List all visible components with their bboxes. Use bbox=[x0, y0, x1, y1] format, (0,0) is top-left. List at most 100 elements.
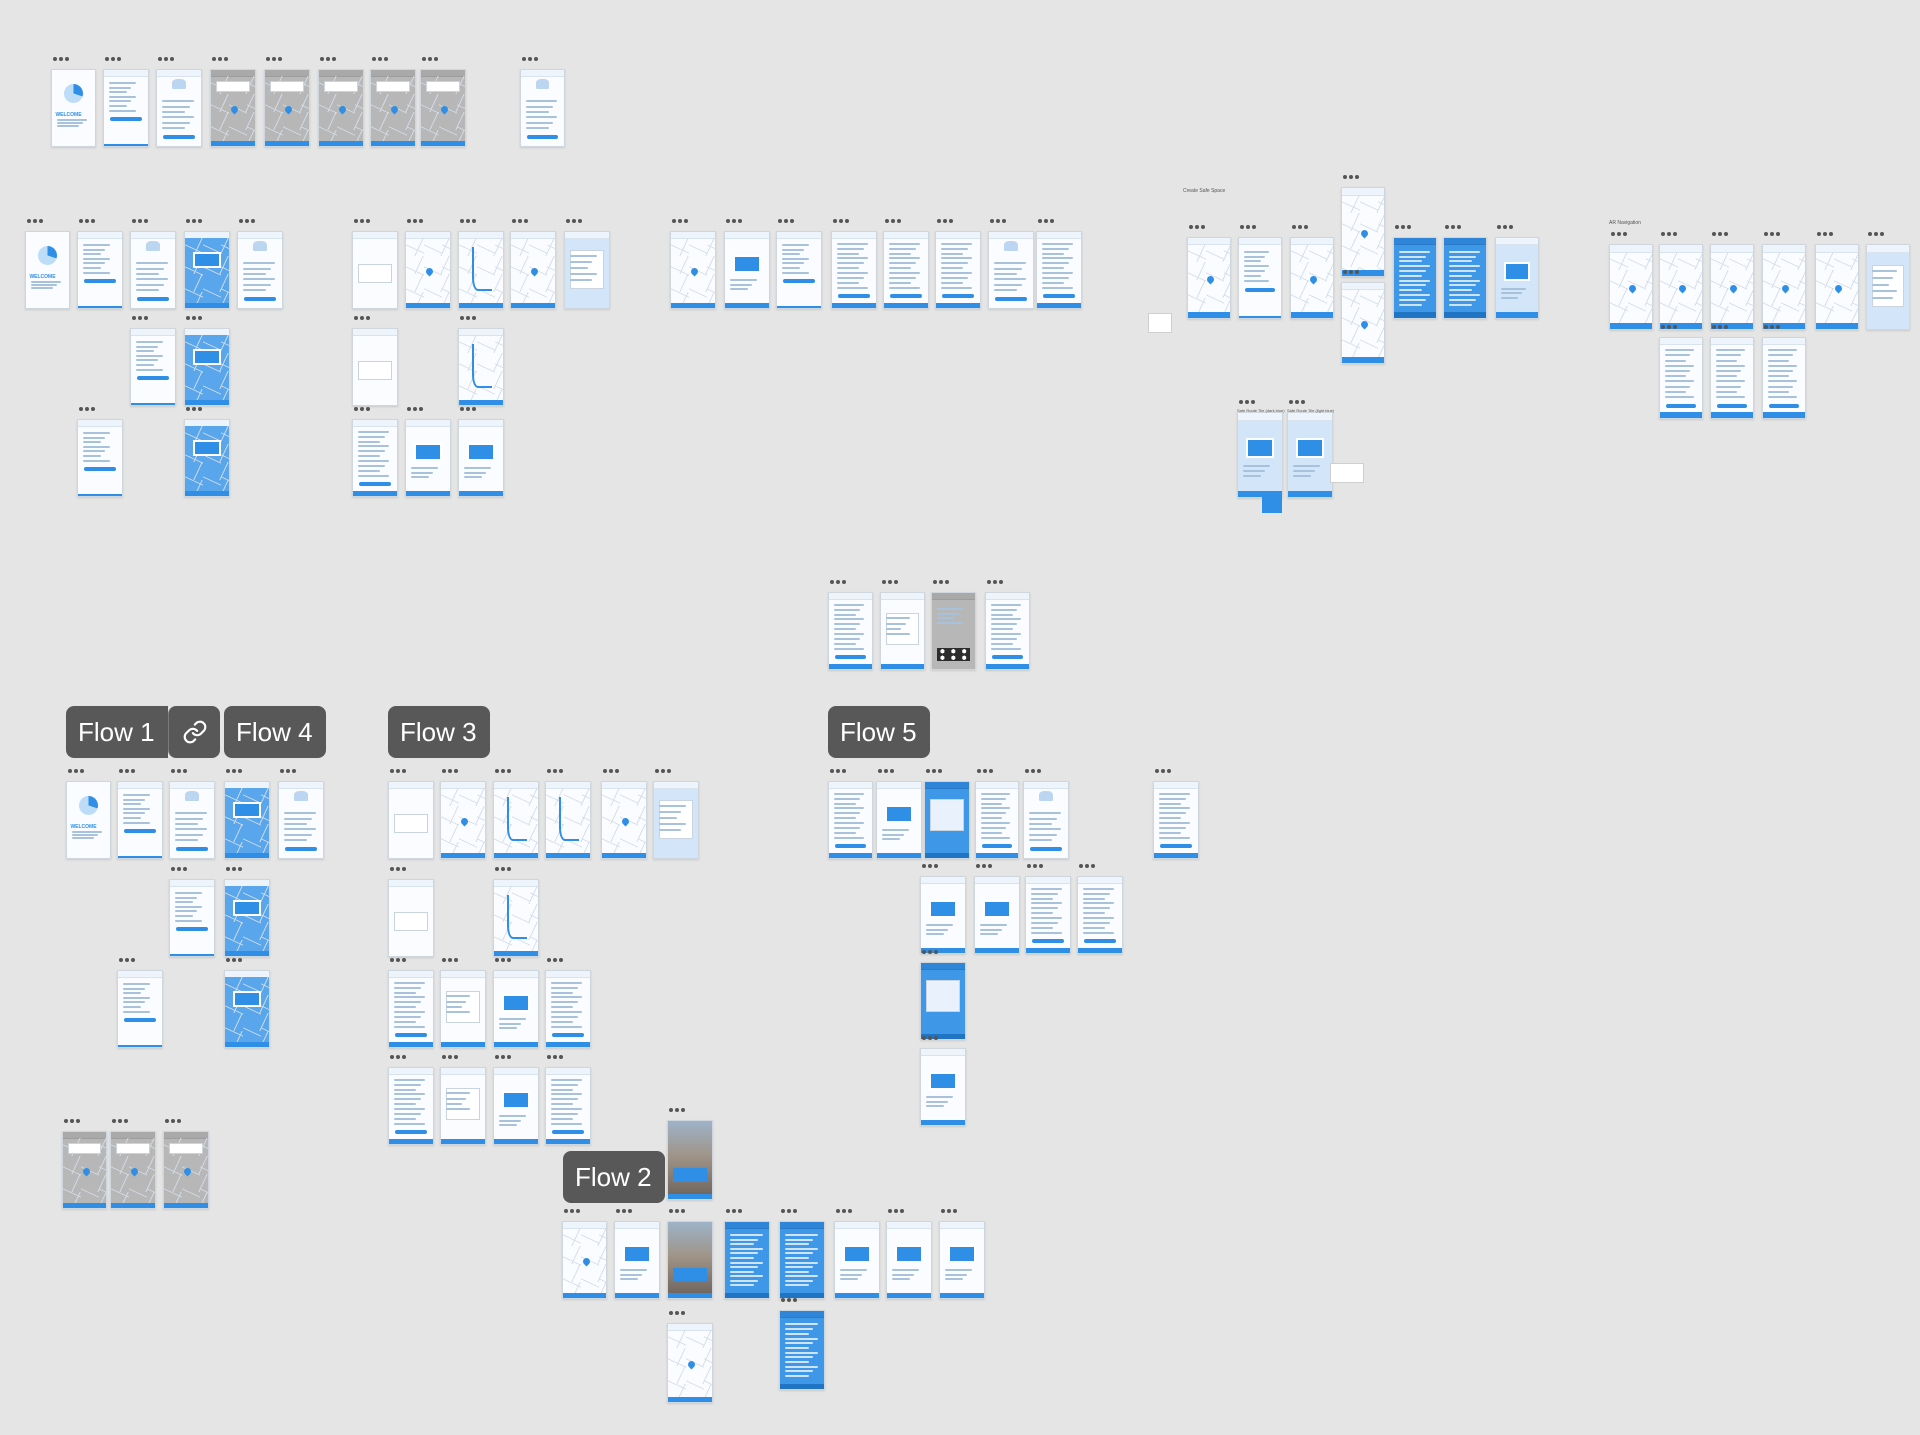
more-dots-icon[interactable] bbox=[266, 56, 282, 62]
more-dots-icon[interactable] bbox=[390, 768, 406, 774]
artboard-thumbnail[interactable] bbox=[156, 69, 202, 147]
more-dots-icon[interactable] bbox=[354, 406, 370, 412]
more-dots-icon[interactable] bbox=[1712, 231, 1728, 237]
artboard-thumbnail[interactable]: WELCOME bbox=[51, 69, 96, 147]
more-dots-icon[interactable] bbox=[655, 768, 671, 774]
more-dots-icon[interactable] bbox=[407, 218, 423, 224]
more-dots-icon[interactable] bbox=[976, 863, 992, 869]
more-dots-icon[interactable] bbox=[781, 1297, 797, 1303]
more-dots-icon[interactable] bbox=[186, 315, 202, 321]
more-dots-icon[interactable] bbox=[1025, 768, 1041, 774]
artboard-thumbnail[interactable] bbox=[130, 231, 176, 309]
more-dots-icon[interactable] bbox=[390, 957, 406, 963]
more-dots-icon[interactable] bbox=[1038, 218, 1054, 224]
artboard-thumbnail[interactable] bbox=[939, 1221, 985, 1299]
more-dots-icon[interactable] bbox=[987, 579, 1003, 585]
artboard-thumbnail[interactable] bbox=[834, 1221, 880, 1299]
artboard-thumbnail[interactable] bbox=[1762, 337, 1806, 419]
more-dots-icon[interactable] bbox=[226, 957, 242, 963]
more-dots-icon[interactable] bbox=[1292, 224, 1308, 230]
artboard-thumbnail[interactable] bbox=[931, 592, 976, 670]
artboard-thumbnail[interactable] bbox=[779, 1310, 825, 1390]
artboard-thumbnail[interactable] bbox=[1036, 231, 1082, 309]
flow-4-label[interactable]: Flow 4 bbox=[224, 706, 326, 758]
artboard-thumbnail[interactable] bbox=[667, 1323, 713, 1403]
artboard-thumbnail[interactable] bbox=[724, 1221, 770, 1299]
artboard-thumbnail[interactable] bbox=[493, 879, 539, 957]
artboard-thumbnail[interactable] bbox=[828, 781, 873, 859]
artboard-thumbnail[interactable] bbox=[388, 879, 434, 957]
more-dots-icon[interactable] bbox=[836, 1208, 852, 1214]
more-dots-icon[interactable] bbox=[830, 768, 846, 774]
artboard-thumbnail[interactable] bbox=[224, 970, 270, 1048]
more-dots-icon[interactable] bbox=[158, 56, 174, 62]
more-dots-icon[interactable] bbox=[669, 1107, 685, 1113]
more-dots-icon[interactable] bbox=[926, 768, 942, 774]
artboard-thumbnail[interactable] bbox=[1341, 282, 1385, 364]
flow-3-label[interactable]: Flow 3 bbox=[388, 706, 490, 758]
more-dots-icon[interactable] bbox=[830, 579, 846, 585]
more-dots-icon[interactable] bbox=[878, 768, 894, 774]
artboard-thumbnail[interactable] bbox=[1290, 237, 1334, 319]
artboard-thumbnail[interactable] bbox=[237, 231, 283, 309]
artboard-thumbnail[interactable] bbox=[440, 781, 486, 859]
artboard-thumbnail[interactable] bbox=[1866, 244, 1910, 330]
more-dots-icon[interactable] bbox=[1079, 863, 1095, 869]
artboard-thumbnail[interactable] bbox=[545, 1067, 591, 1145]
more-dots-icon[interactable] bbox=[280, 768, 296, 774]
more-dots-icon[interactable] bbox=[1661, 324, 1677, 330]
more-dots-icon[interactable] bbox=[603, 768, 619, 774]
more-dots-icon[interactable] bbox=[495, 957, 511, 963]
artboard-thumbnail[interactable] bbox=[886, 1221, 932, 1299]
more-dots-icon[interactable] bbox=[888, 1208, 904, 1214]
artboard-thumbnail[interactable] bbox=[117, 970, 163, 1048]
artboard-thumbnail[interactable] bbox=[110, 1131, 156, 1209]
artboard-thumbnail[interactable] bbox=[883, 231, 929, 309]
artboard-thumbnail[interactable] bbox=[876, 781, 922, 859]
flow-2-label[interactable]: Flow 2 bbox=[563, 1151, 665, 1203]
artboard-thumbnail[interactable] bbox=[920, 962, 966, 1040]
more-dots-icon[interactable] bbox=[79, 406, 95, 412]
artboard-thumbnail[interactable] bbox=[1609, 244, 1653, 330]
artboard-thumbnail[interactable] bbox=[564, 231, 610, 309]
artboard-thumbnail[interactable] bbox=[1659, 337, 1703, 419]
more-dots-icon[interactable] bbox=[669, 1208, 685, 1214]
more-dots-icon[interactable] bbox=[1189, 224, 1205, 230]
more-dots-icon[interactable] bbox=[1289, 399, 1305, 405]
sticky-note[interactable] bbox=[1330, 463, 1364, 483]
artboard-thumbnail[interactable] bbox=[724, 231, 770, 309]
more-dots-icon[interactable] bbox=[239, 218, 255, 224]
artboard-thumbnail[interactable] bbox=[831, 231, 877, 309]
sticky-note[interactable] bbox=[1148, 313, 1172, 333]
artboard-thumbnail[interactable] bbox=[184, 419, 230, 497]
artboard-thumbnail[interactable] bbox=[510, 231, 556, 309]
artboard-thumbnail[interactable] bbox=[420, 69, 466, 147]
artboard-thumbnail[interactable] bbox=[1710, 337, 1754, 419]
more-dots-icon[interactable] bbox=[726, 218, 742, 224]
more-dots-icon[interactable] bbox=[833, 218, 849, 224]
more-dots-icon[interactable] bbox=[1764, 231, 1780, 237]
artboard-thumbnail[interactable] bbox=[458, 328, 504, 406]
artboard-thumbnail[interactable] bbox=[653, 781, 699, 859]
artboard-thumbnail[interactable] bbox=[493, 781, 539, 859]
more-dots-icon[interactable] bbox=[186, 218, 202, 224]
more-dots-icon[interactable] bbox=[941, 1208, 957, 1214]
artboard-thumbnail[interactable] bbox=[77, 419, 123, 497]
artboard-thumbnail[interactable] bbox=[210, 69, 256, 147]
artboard-thumbnail[interactable]: WELCOME bbox=[66, 781, 111, 859]
artboard-thumbnail[interactable] bbox=[1187, 237, 1231, 319]
more-dots-icon[interactable] bbox=[390, 866, 406, 872]
more-dots-icon[interactable] bbox=[564, 1208, 580, 1214]
more-dots-icon[interactable] bbox=[495, 1054, 511, 1060]
more-dots-icon[interactable] bbox=[495, 866, 511, 872]
artboard-thumbnail[interactable] bbox=[1762, 244, 1806, 330]
artboard-thumbnail[interactable] bbox=[667, 1221, 713, 1299]
more-dots-icon[interactable] bbox=[79, 218, 95, 224]
more-dots-icon[interactable] bbox=[778, 218, 794, 224]
artboard-thumbnail[interactable] bbox=[318, 69, 364, 147]
artboard-thumbnail[interactable] bbox=[130, 328, 176, 406]
artboard-thumbnail[interactable] bbox=[920, 876, 966, 954]
more-dots-icon[interactable] bbox=[1868, 231, 1884, 237]
more-dots-icon[interactable] bbox=[105, 56, 121, 62]
